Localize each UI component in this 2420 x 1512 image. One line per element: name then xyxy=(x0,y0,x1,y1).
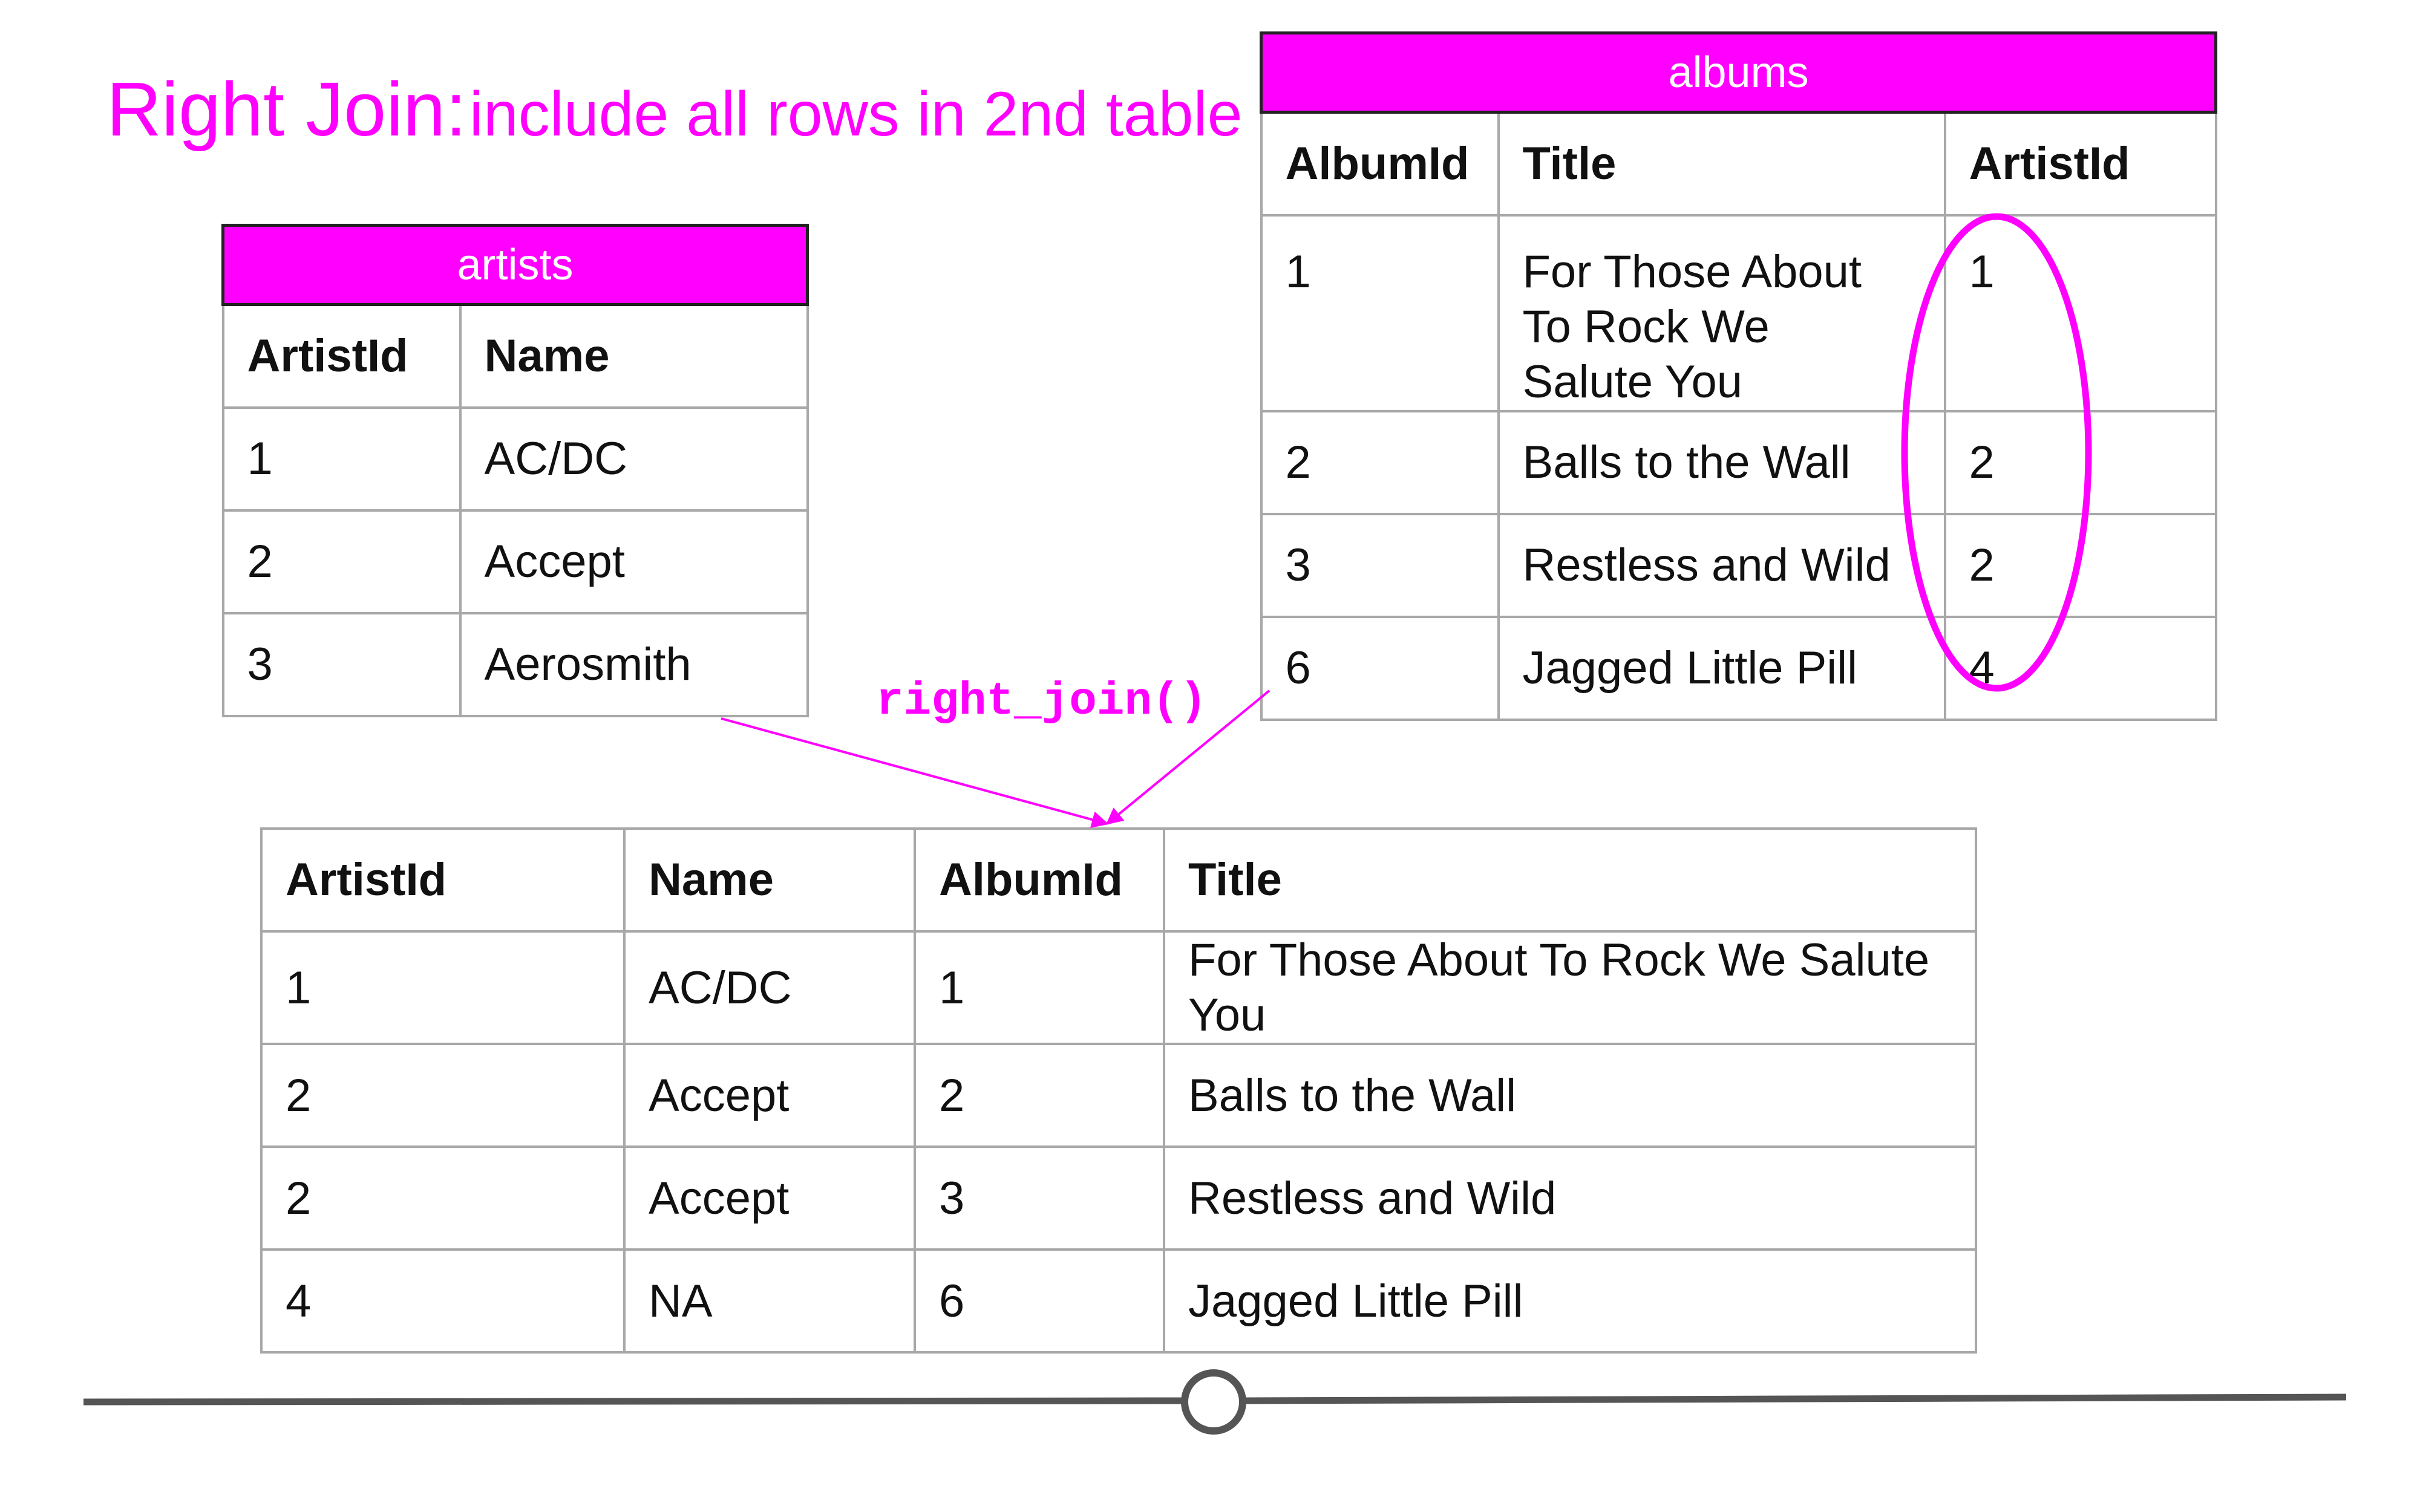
table-row: 1 AC/DC 1 For Those About To Rock We Sal… xyxy=(260,930,1977,1046)
artists-caption: artists xyxy=(221,224,809,306)
artists-table: artists ArtistId Name 1 AC/DC 2 Accept 3… xyxy=(221,224,809,717)
table-cell: Aerosmith xyxy=(459,612,809,717)
table-cell: 1 xyxy=(1943,214,2217,412)
artists-header-name: Name xyxy=(459,303,809,409)
artistid-highlight-ellipse xyxy=(1901,213,2092,692)
table-cell: 2 xyxy=(260,1043,626,1149)
table-cell: For Those About To Rock We Salute You xyxy=(1497,214,1946,412)
table-header-row: ArtistId Name AlbumId Title xyxy=(260,827,1977,933)
albums-table: albums AlbumId Title ArtistId 1 For Thos… xyxy=(1259,31,2218,721)
table-cell: Balls to the Wall xyxy=(1497,409,1946,515)
table-cell: 1 xyxy=(914,930,1165,1046)
table-row: 2 Balls to the Wall 2 xyxy=(1260,409,2217,515)
table-cell: 4 xyxy=(260,1248,626,1354)
table-row: 4 NA 6 Jagged Little Pill xyxy=(260,1248,1977,1354)
table-cell: Restless and Wild xyxy=(1497,512,1946,618)
result-header-name: Name xyxy=(623,827,916,933)
progress-handle[interactable] xyxy=(1181,1369,1246,1435)
result-header-artistid: ArtistId xyxy=(260,827,626,933)
title-main: Right Join: xyxy=(106,67,467,152)
table-cell: 4 xyxy=(1943,615,2217,721)
progress-track-left xyxy=(83,1397,1183,1406)
table-cell: Restless and Wild xyxy=(1163,1145,1977,1251)
arrow-from-artists xyxy=(721,717,1109,828)
table-cell: NA xyxy=(623,1248,916,1354)
table-cell: 2 xyxy=(221,509,462,614)
table-cell: Accept xyxy=(623,1043,916,1149)
table-row: 2 Accept 2 Balls to the Wall xyxy=(260,1043,1977,1149)
right-join-function-label: right_join() xyxy=(876,676,1208,728)
table-cell: 6 xyxy=(914,1248,1165,1354)
table-cell: 1 xyxy=(260,930,626,1046)
table-cell: 2 xyxy=(1943,409,2217,515)
table-row: 1 For Those About To Rock We Salute You … xyxy=(1260,214,2217,412)
table-cell: Jagged Little Pill xyxy=(1163,1248,1977,1354)
table-cell: 2 xyxy=(1260,409,1500,515)
albums-header-albumid: AlbumId xyxy=(1260,111,1500,217)
table-cell: 6 xyxy=(1260,615,1500,721)
table-cell: Accept xyxy=(459,509,809,614)
table-row: 2 Accept xyxy=(221,509,809,614)
table-row: 2 Accept 3 Restless and Wild xyxy=(260,1145,1977,1251)
table-cell: 1 xyxy=(1260,214,1500,412)
table-cell: 2 xyxy=(914,1043,1165,1149)
table-row: 3 Restless and Wild 2 xyxy=(1260,512,2217,618)
table-row: 1 AC/DC xyxy=(221,406,809,512)
table-cell: 3 xyxy=(221,612,462,717)
albums-caption: albums xyxy=(1259,31,2218,114)
table-cell: Balls to the Wall xyxy=(1163,1043,1977,1149)
table-cell: For Those About To Rock We Salute You xyxy=(1163,930,1977,1046)
title-subtitle: include all rows in 2nd table xyxy=(469,79,1243,149)
albums-header-title: Title xyxy=(1497,111,1946,217)
result-table: ArtistId Name AlbumId Title 1 AC/DC 1 Fo… xyxy=(260,827,1977,1354)
artists-header-artistid: ArtistId xyxy=(221,303,462,409)
table-cell: AC/DC xyxy=(459,406,809,512)
result-header-title: Title xyxy=(1163,827,1977,933)
progress-track-right xyxy=(1244,1393,2347,1404)
arrow-from-albums xyxy=(1105,689,1270,825)
table-cell: 3 xyxy=(1260,512,1500,618)
table-cell: 3 xyxy=(914,1145,1165,1251)
table-cell: 2 xyxy=(260,1145,626,1251)
table-cell: AC/DC xyxy=(623,930,916,1046)
albums-header-artistid: ArtistId xyxy=(1943,111,2217,217)
result-header-albumid: AlbumId xyxy=(914,827,1165,933)
table-cell: 1 xyxy=(221,406,462,512)
table-row: 6 Jagged Little Pill 4 xyxy=(1260,615,2217,721)
table-cell: Jagged Little Pill xyxy=(1497,615,1946,721)
slide-title: Right Join: include all rows in 2nd tabl… xyxy=(106,71,1242,148)
table-cell: Accept xyxy=(623,1145,916,1251)
table-row: 3 Aerosmith xyxy=(221,612,809,717)
